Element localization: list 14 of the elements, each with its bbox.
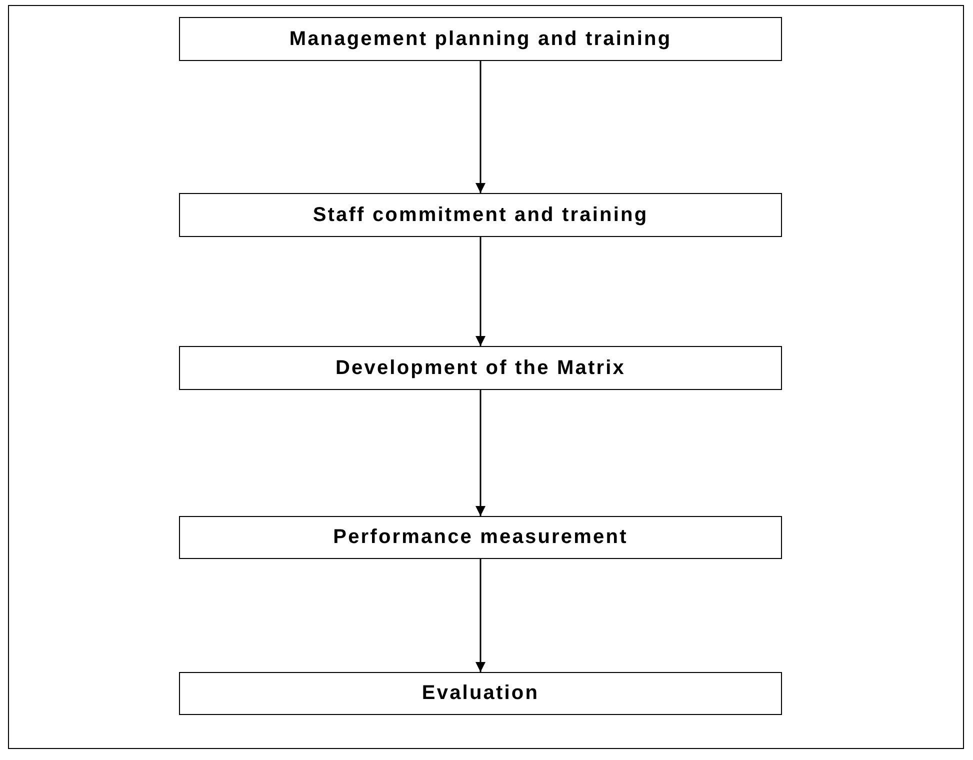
- process-box: [179, 516, 782, 559]
- arrow: [476, 61, 486, 193]
- arrow: [476, 559, 486, 672]
- process-box: [179, 346, 782, 390]
- box-label: Evaluation: [422, 682, 540, 705]
- process-box: [179, 672, 782, 715]
- arrow: [476, 390, 486, 516]
- box-label: Staff commitment and training: [312, 204, 648, 226]
- box-label: Performance measurement: [333, 526, 628, 549]
- process-box: [179, 193, 782, 237]
- arrow: [476, 237, 486, 346]
- box-label: Development of the Matrix: [335, 356, 626, 380]
- process-box: [179, 17, 782, 61]
- box-label: Management planning and training: [289, 28, 672, 50]
